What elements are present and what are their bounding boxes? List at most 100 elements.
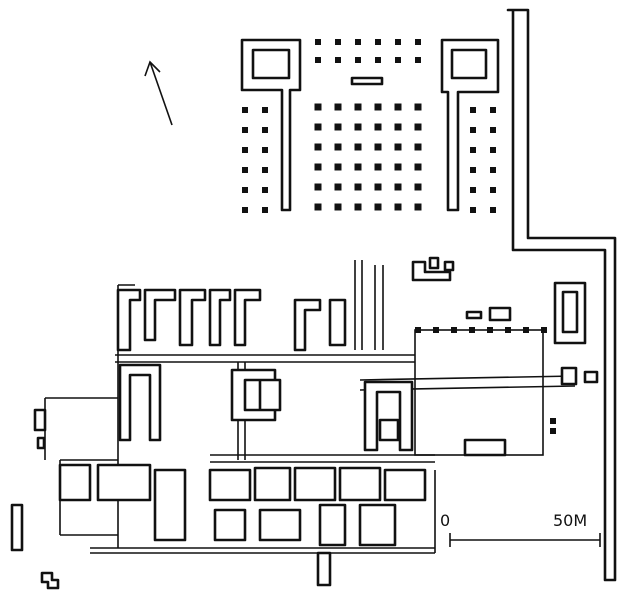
column — [490, 147, 496, 153]
column — [470, 207, 476, 213]
hall-west-tower — [240, 38, 302, 212]
column — [315, 39, 321, 45]
hall-columns — [242, 39, 496, 213]
column — [314, 203, 322, 211]
east-gate-block — [583, 370, 599, 384]
column — [374, 163, 382, 171]
small-structure-5 — [465, 310, 483, 320]
scale-bar: 0 50M — [440, 511, 601, 547]
east-chamber-inner — [561, 290, 579, 334]
column — [334, 203, 342, 211]
column — [414, 143, 422, 151]
column — [335, 39, 341, 45]
column — [354, 103, 362, 111]
east-block-1 — [550, 418, 556, 424]
column — [315, 57, 321, 63]
column — [334, 123, 342, 131]
column — [470, 187, 476, 193]
column — [262, 127, 268, 133]
column — [262, 207, 268, 213]
column — [395, 39, 401, 45]
column — [242, 127, 248, 133]
column — [395, 57, 401, 63]
column — [262, 187, 268, 193]
east-block-2 — [550, 428, 556, 434]
column — [314, 143, 322, 151]
small-structure-1 — [411, 260, 452, 282]
column — [414, 163, 422, 171]
column — [242, 167, 248, 173]
column — [242, 147, 248, 153]
column — [374, 123, 382, 131]
column — [433, 327, 439, 333]
column — [490, 187, 496, 193]
column — [262, 107, 268, 113]
column — [242, 207, 248, 213]
palace-complex — [10, 260, 436, 590]
column — [354, 163, 362, 171]
column — [490, 107, 496, 113]
column — [242, 107, 248, 113]
column — [314, 103, 322, 111]
column — [314, 183, 322, 191]
east-chamber — [550, 281, 587, 434]
column — [470, 127, 476, 133]
column — [375, 39, 381, 45]
column — [374, 143, 382, 151]
column — [394, 143, 402, 151]
column — [394, 183, 402, 191]
hypostyle-hall — [240, 38, 500, 213]
east-gate-room — [560, 366, 578, 386]
column — [354, 143, 362, 151]
column — [470, 147, 476, 153]
column — [415, 57, 421, 63]
column — [451, 327, 457, 333]
processional-way-north — [359, 375, 576, 381]
column — [314, 163, 322, 171]
column — [314, 123, 322, 131]
column — [414, 123, 422, 131]
column — [414, 103, 422, 111]
column — [355, 39, 361, 45]
west-outbuilding-2 — [36, 436, 46, 450]
east-enclosure-wall — [506, 8, 617, 582]
hall-east-tower-inner — [450, 48, 488, 80]
column — [262, 167, 268, 173]
column — [375, 57, 381, 63]
small-structure-2 — [428, 256, 440, 270]
column — [394, 103, 402, 111]
column — [523, 327, 529, 333]
column — [354, 123, 362, 131]
column — [415, 327, 421, 333]
column — [334, 103, 342, 111]
column — [334, 163, 342, 171]
column — [242, 187, 248, 193]
column — [487, 327, 493, 333]
column — [505, 327, 511, 333]
north-rooms — [116, 288, 347, 352]
small-structure-3 — [443, 260, 455, 272]
courtyard-south-annex — [463, 438, 507, 457]
column — [394, 123, 402, 131]
column — [394, 203, 402, 211]
hall-east-tower — [440, 38, 500, 212]
scale-start-label: 0 — [440, 511, 450, 530]
west-hall-rooms — [118, 363, 414, 452]
small-structures — [411, 256, 512, 322]
south-rooms — [58, 463, 427, 547]
column — [470, 107, 476, 113]
column — [490, 167, 496, 173]
southwest-ruin — [40, 571, 60, 590]
column — [374, 203, 382, 211]
south-gate-passage — [316, 551, 332, 587]
column — [470, 167, 476, 173]
courtyard-outline — [414, 329, 544, 456]
column — [354, 183, 362, 191]
small-structure-4 — [488, 306, 512, 322]
column — [355, 57, 361, 63]
central-courtyard — [359, 327, 599, 457]
column — [262, 147, 268, 153]
courtyard-columns — [415, 327, 547, 333]
west-outbuilding-3 — [10, 503, 24, 552]
